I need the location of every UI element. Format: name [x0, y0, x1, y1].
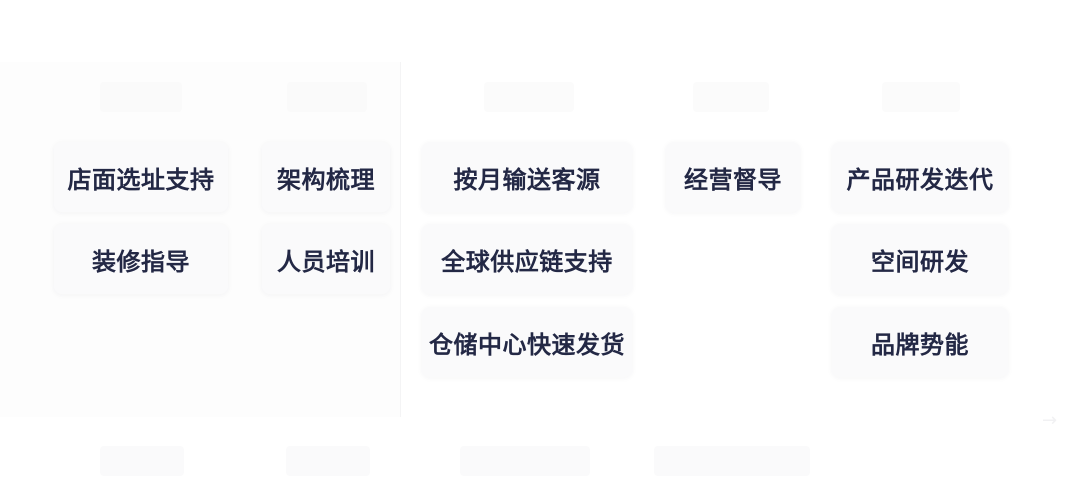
service-card-renovation-guidance[interactable]: 装修指导 — [54, 224, 228, 294]
service-card-brand-momentum[interactable]: 品牌势能 — [832, 307, 1008, 377]
service-card-global-supply-chain[interactable]: 全球供应链支持 — [422, 224, 632, 294]
service-card-staff-training[interactable]: 人员培训 — [262, 224, 390, 294]
footer-label-1 — [100, 446, 184, 476]
column-header-4 — [693, 82, 769, 112]
service-card-monthly-customer-flow[interactable]: 按月输送客源 — [422, 142, 632, 212]
footer-label-2 — [286, 446, 370, 476]
column-header-1 — [100, 82, 182, 112]
column-header-3 — [484, 82, 574, 112]
footer-label-3 — [460, 446, 590, 476]
column-divider — [400, 62, 401, 417]
service-card-space-rd[interactable]: 空间研发 — [832, 224, 1008, 294]
service-card-warehouse-fast-shipping[interactable]: 仓储中心快速发货 — [422, 307, 632, 377]
service-card-operation-supervision[interactable]: 经营督导 — [666, 142, 800, 212]
service-card-structure-review[interactable]: 架构梳理 — [262, 142, 390, 212]
arrow-right-icon: → — [1042, 410, 1058, 431]
column-header-5 — [882, 82, 960, 112]
service-card-store-site-selection[interactable]: 店面选址支持 — [54, 142, 228, 212]
footer-label-4 — [654, 446, 810, 476]
column-header-2 — [287, 82, 367, 112]
service-card-product-rd-iteration[interactable]: 产品研发迭代 — [832, 142, 1008, 212]
